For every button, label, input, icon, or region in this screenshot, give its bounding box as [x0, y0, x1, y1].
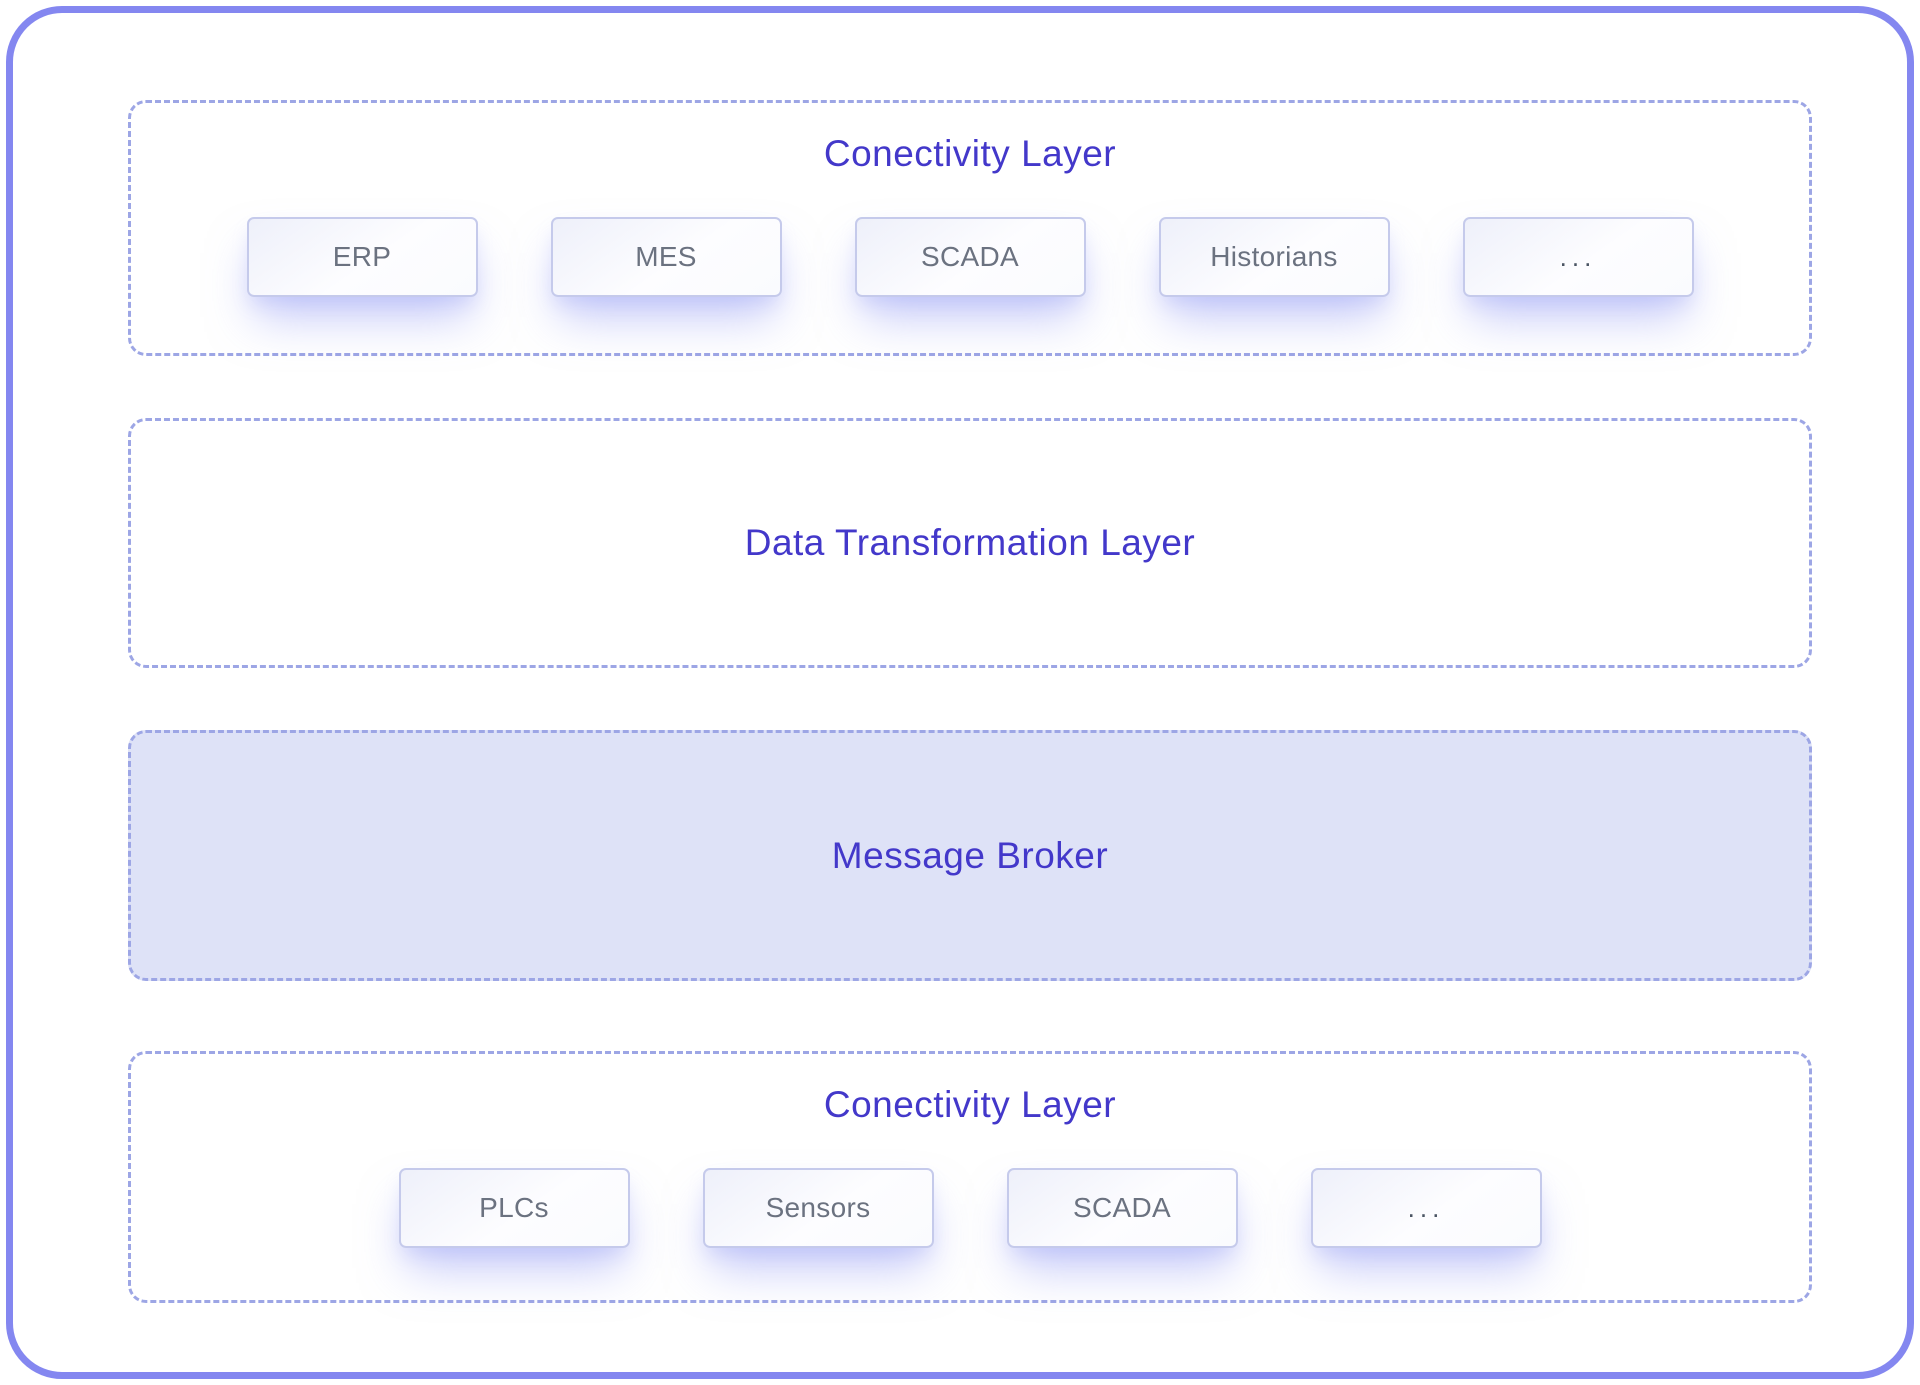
- chip-scada-top-label: SCADA: [921, 241, 1019, 272]
- chip-mes-label: MES: [635, 241, 697, 272]
- layer-connectivity-top: Conectivity Layer ERP MES SCADA Historia…: [128, 100, 1812, 356]
- layer-title-connectivity-bottom: Conectivity Layer: [823, 1084, 1117, 1125]
- chip-ellipsis-top: ...: [1462, 217, 1694, 297]
- chip-plcs-label: PLCs: [479, 1192, 549, 1223]
- layer-connectivity-bottom: Conectivity Layer PLCs Sensors SCADA ...: [128, 1051, 1812, 1303]
- chip-erp: ERP: [246, 217, 478, 297]
- diagram-outer-card: Conectivity Layer ERP MES SCADA Historia…: [6, 6, 1914, 1379]
- layer-message-broker: Message Broker: [128, 730, 1812, 981]
- chip-historians-label: Historians: [1210, 241, 1338, 272]
- chip-ellipsis-bottom-label: ...: [1407, 1193, 1445, 1223]
- layer-title-message-broker: Message Broker: [831, 834, 1109, 876]
- chip-scada-top: SCADA: [854, 217, 1086, 297]
- chips-row-bottom: PLCs Sensors SCADA ...: [398, 1168, 1542, 1248]
- chip-scada-bottom: SCADA: [1006, 1168, 1238, 1248]
- chip-scada-bottom-label: SCADA: [1073, 1192, 1171, 1223]
- chip-plcs: PLCs: [398, 1168, 630, 1248]
- chip-erp-label: ERP: [332, 241, 392, 272]
- chip-mes: MES: [550, 217, 782, 297]
- chips-row-top: ERP MES SCADA Historians ...: [246, 217, 1694, 297]
- chip-sensors-label: Sensors: [765, 1192, 871, 1223]
- chip-sensors: Sensors: [702, 1168, 934, 1248]
- layer-data-transformation: Data Transformation Layer: [128, 418, 1812, 668]
- chip-historians: Historians: [1158, 217, 1390, 297]
- chip-ellipsis-top-label: ...: [1559, 242, 1597, 272]
- layer-title-data-transformation: Data Transformation Layer: [744, 522, 1196, 563]
- chip-ellipsis-bottom: ...: [1310, 1168, 1542, 1248]
- layer-title-connectivity-top: Conectivity Layer: [823, 133, 1117, 174]
